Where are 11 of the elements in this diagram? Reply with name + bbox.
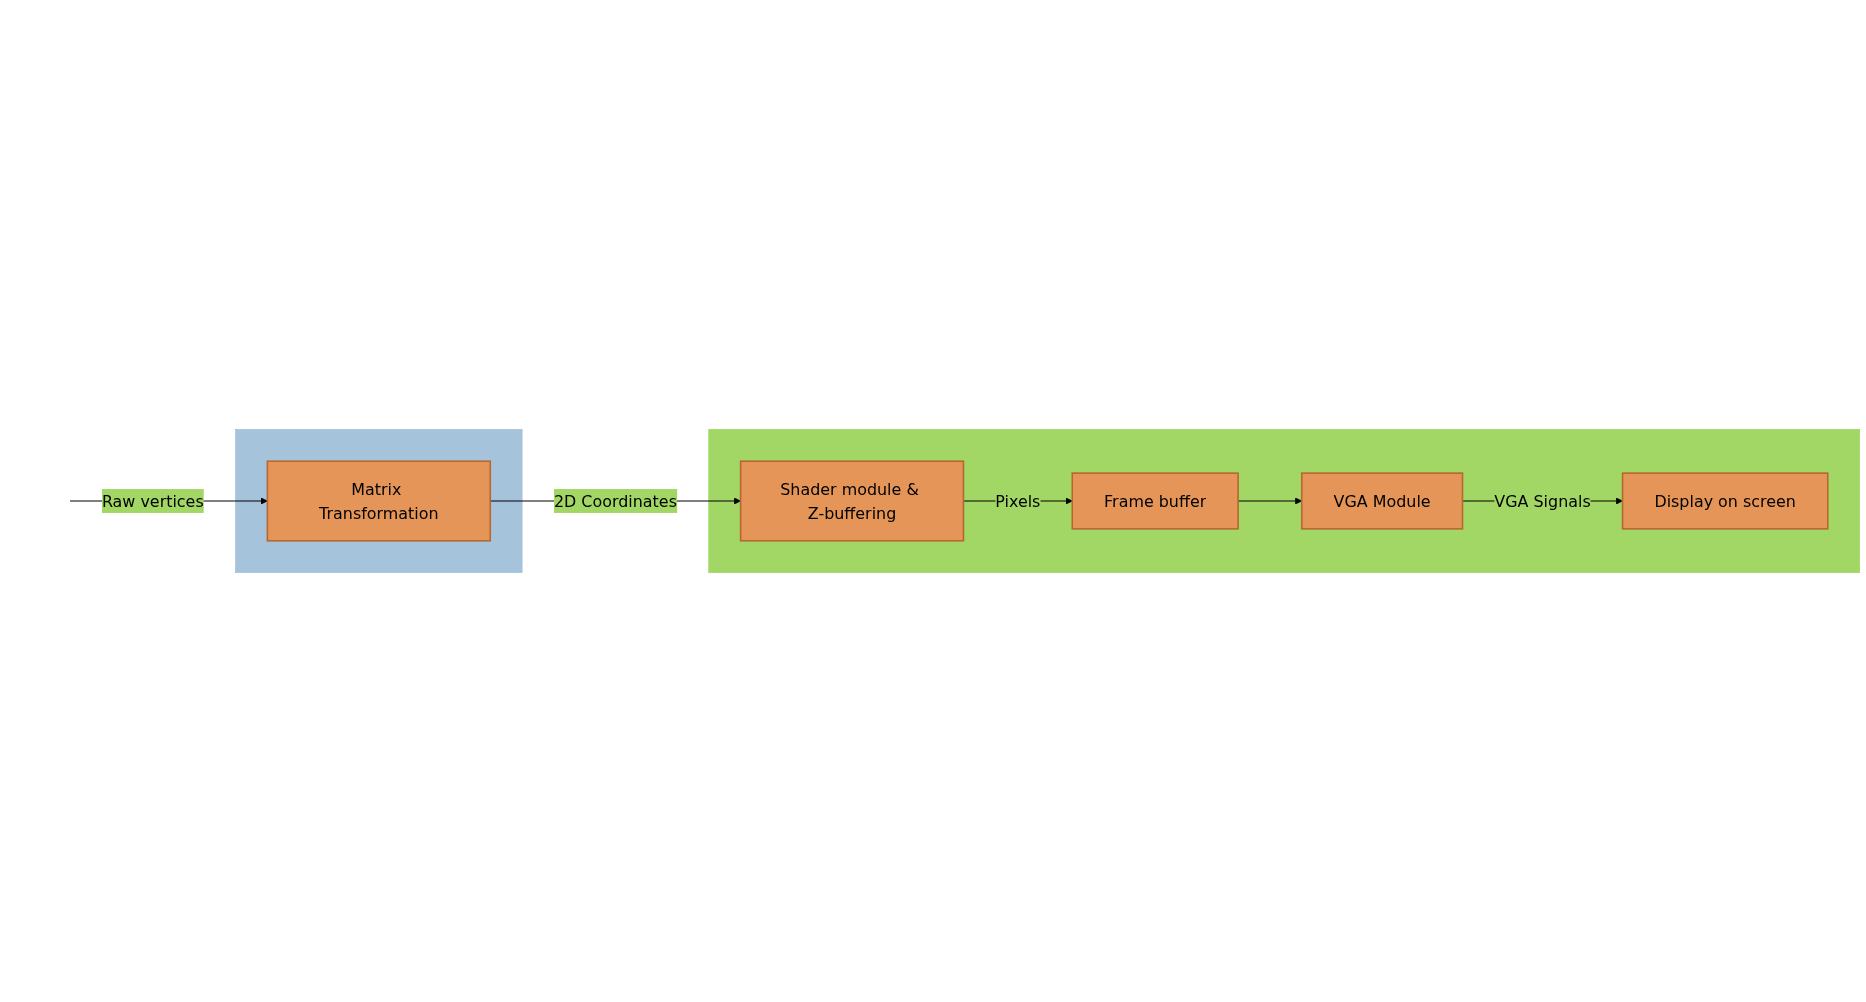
node-box: Matrix Transformation <box>266 460 492 542</box>
node-box: VGA Module <box>1300 472 1464 530</box>
node-box: Frame buffer <box>1071 472 1239 530</box>
cluster <box>708 428 1860 574</box>
node-box: Display on screen <box>1621 472 1829 530</box>
cluster <box>235 428 523 574</box>
edge-label: 2D Coordinates <box>553 491 677 511</box>
edge-label: Raw vertices <box>101 491 204 511</box>
edge-label: Pixels <box>995 491 1041 511</box>
edge-label: VGA Signals <box>1494 491 1591 511</box>
node-box: Shader module & Z-buffering <box>739 460 965 542</box>
